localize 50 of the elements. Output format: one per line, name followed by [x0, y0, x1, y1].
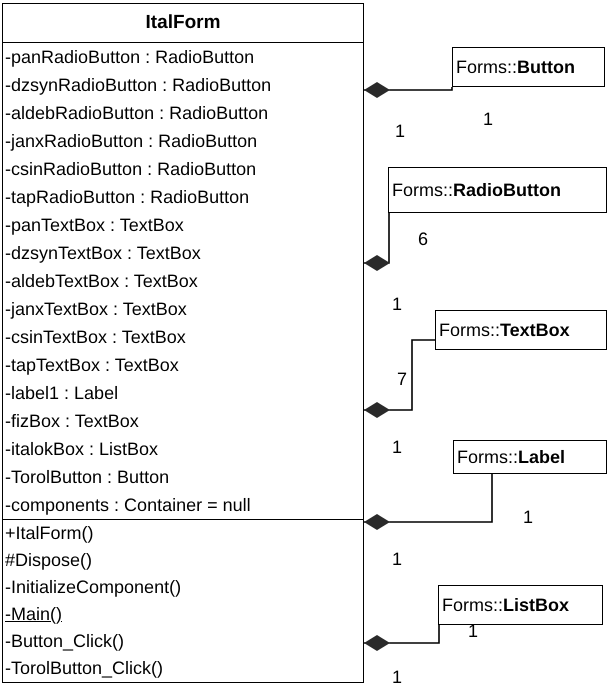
class-box — [435, 310, 607, 350]
class-box — [2, 3, 364, 683]
multiplicity-label: 7 — [397, 368, 408, 390]
multiplicity-label: 1 — [392, 548, 402, 570]
attribute-text: -italokBox : ListBox — [4, 438, 160, 461]
attribute-text: -csinRadioButton : RadioButton — [4, 158, 258, 181]
class-box — [438, 585, 603, 625]
multiplicity-label: 1 — [523, 506, 534, 528]
class-name: Forms::ListBox — [442, 594, 570, 616]
composition-connector — [364, 82, 453, 98]
method-text: #Dispose() — [4, 549, 94, 572]
attribute-text: -tapRadioButton : RadioButton — [4, 186, 250, 209]
multiplicity-label: 1 — [468, 620, 478, 642]
attribute-text: -TorolButton : Button — [4, 466, 170, 489]
composition-connector — [364, 339, 435, 418]
multiplicity-label: 1 — [483, 108, 494, 130]
multiplicity-label: 1 — [392, 666, 402, 688]
class-box — [453, 440, 607, 474]
attribute-text: -tapTextBox : TextBox — [4, 354, 180, 377]
attribute-text: -janxTextBox : TextBox — [4, 298, 188, 321]
attribute-text: -dzsynRadioButton : RadioButton — [4, 74, 272, 97]
class-box — [452, 47, 605, 87]
multiplicity-label: 1 — [395, 120, 406, 142]
composition-connector — [364, 474, 493, 530]
composition-connector — [364, 625, 440, 651]
method-text: +ItalForm() — [4, 522, 95, 545]
method-text: -InitializeComponent() — [4, 576, 182, 599]
attribute-text: -aldebRadioButton : RadioButton — [4, 102, 270, 125]
attribute-text: -panRadioButton : RadioButton — [4, 46, 256, 69]
attribute-text: -fizBox : TextBox — [4, 410, 140, 433]
method-text: -Main() — [4, 603, 63, 626]
class-name: Forms::Button — [456, 56, 575, 78]
attribute-text: -janxRadioButton : RadioButton — [4, 130, 258, 153]
attribute-text: -panTextBox : TextBox — [4, 214, 185, 237]
method-text: -Button_Click() — [4, 630, 126, 653]
attribute-text: -label1 : Label — [4, 382, 120, 405]
method-text: -TorolButton_Click() — [4, 657, 164, 680]
class-name: Forms::RadioButton — [392, 178, 561, 202]
class-name: ItalForm — [144, 11, 222, 35]
multiplicity-label: 1 — [392, 436, 402, 458]
class-name: Forms::TextBox — [439, 318, 570, 342]
multiplicity-label: 6 — [418, 228, 428, 250]
multiplicity-label: 1 — [392, 293, 402, 315]
attribute-text: -aldebTextBox : TextBox — [4, 270, 199, 293]
attribute-text: -components : Container = null — [4, 494, 252, 517]
attribute-text: -csinTextBox : TextBox — [4, 326, 187, 349]
attribute-text: -dzsynTextBox : TextBox — [4, 242, 202, 265]
class-box — [388, 167, 607, 213]
composition-connector — [364, 213, 390, 271]
class-name: Forms::Label — [457, 446, 566, 468]
